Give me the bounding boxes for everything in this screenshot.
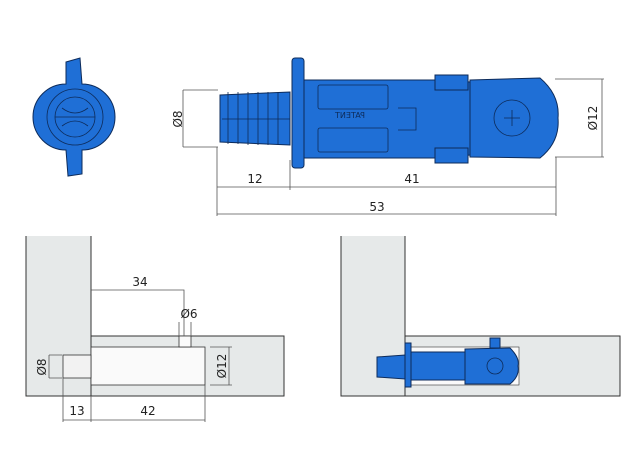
dim-head-diameter: Ø12 xyxy=(586,106,600,131)
connector-end-view xyxy=(32,57,116,177)
connector-side-view: PATENT xyxy=(219,57,559,169)
cam-hole xyxy=(178,335,192,348)
dim-thread-length: 12 xyxy=(247,172,262,186)
dim-pin-depth: 13 xyxy=(69,404,84,418)
bore-hole xyxy=(90,346,206,386)
top-dimensions: Ø8 Ø12 12 41 53 xyxy=(171,78,604,216)
dim-pin-hole: Ø8 xyxy=(35,358,49,375)
dim-bore: Ø12 xyxy=(215,354,229,379)
dim-body-length: 41 xyxy=(404,172,419,186)
installation-drill-view: 34 Ø6 Ø8 Ø12 13 42 xyxy=(25,236,285,422)
dim-cam-hole: Ø6 xyxy=(180,307,197,321)
dim-total-length: 53 xyxy=(369,200,384,214)
installation-assembled-view xyxy=(340,236,621,397)
dim-hole-offset: 34 xyxy=(132,275,147,289)
dim-bore-depth: 42 xyxy=(140,404,155,418)
patent-marking: PATENT xyxy=(335,111,365,120)
dim-thread-diameter: Ø8 xyxy=(171,110,185,127)
pin-hole xyxy=(62,354,92,379)
